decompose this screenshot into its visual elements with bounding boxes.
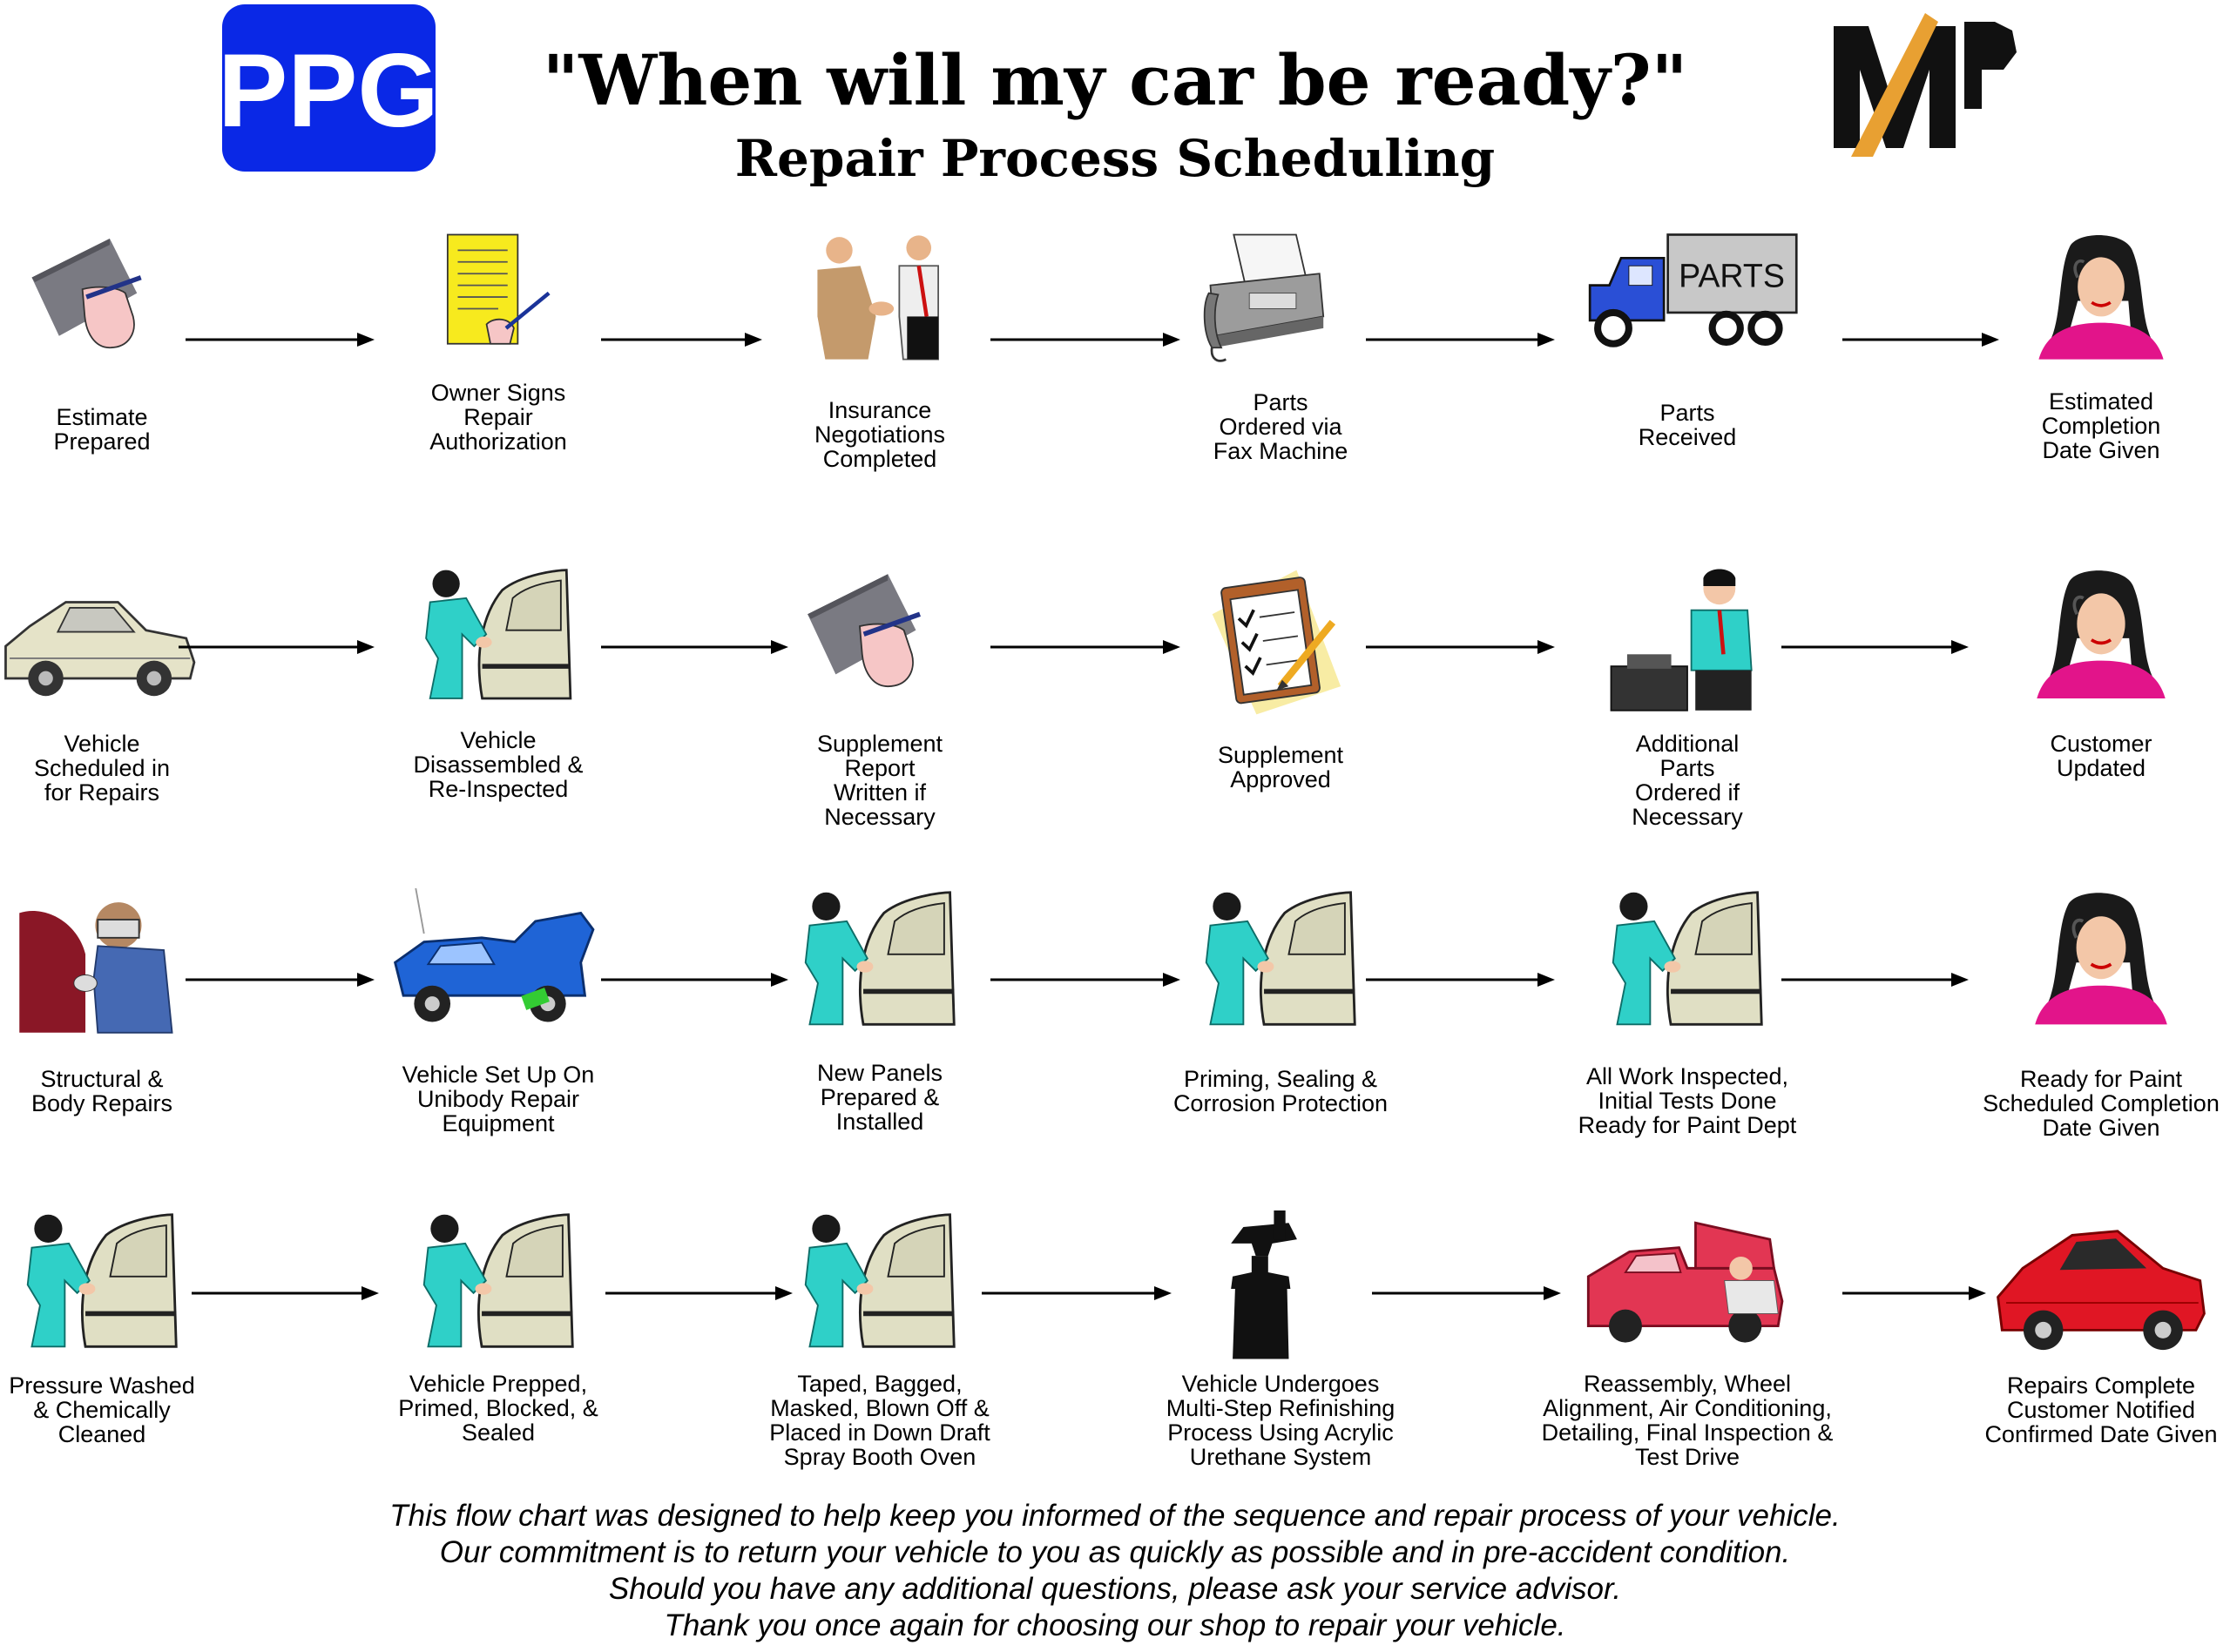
- clipboard-writing-icon: [808, 574, 921, 688]
- flow-arrow: [1781, 973, 1969, 987]
- footer-text: This flow chart was designed to help kee…: [0, 1498, 2230, 1644]
- step-label: Taped, Bagged, Masked, Blown Off & Place…: [769, 1371, 990, 1470]
- step-label: Repairs Complete Customer Notified Confi…: [1984, 1372, 2218, 1447]
- flow-arrow: [1781, 640, 1969, 654]
- step-label: All Work Inspected, Initial Tests Done R…: [1578, 1063, 1797, 1138]
- mechanic-door-icon: [804, 891, 956, 1026]
- flow-arrow: [605, 1286, 793, 1300]
- step-label: Parts Received: [1638, 400, 1737, 450]
- step-label: Insurance Negotiations Completed: [814, 397, 946, 472]
- welder-icon: [19, 902, 173, 1034]
- page-subtitle: Repair Process Scheduling: [734, 129, 1496, 188]
- fax-machine-icon: [1203, 233, 1325, 362]
- footer-line: This flow chart was designed to help kee…: [389, 1499, 1841, 1533]
- flow-arrow: [601, 973, 788, 987]
- step-label: Owner Signs Repair Authorization: [429, 380, 567, 455]
- flow-arrow: [990, 640, 1180, 654]
- man-on-phone-icon: [1610, 569, 1753, 711]
- spray-gun-icon: [1231, 1210, 1297, 1359]
- vmp-logo: VMP: [1834, 13, 2035, 157]
- step-label: Priming, Sealing & Corrosion Protection: [1172, 1066, 1389, 1116]
- phone-operator-icon: [2037, 570, 2166, 698]
- mechanic-door-icon: [425, 569, 572, 700]
- footer-line: Our commitment is to return your vehicle…: [439, 1535, 1791, 1569]
- flow-arrow: [1372, 1286, 1561, 1300]
- flow-arrow: [990, 973, 1180, 987]
- footer-line: Should you have any additional questions…: [608, 1572, 1622, 1606]
- flow-arrow: [179, 640, 375, 654]
- damaged-car-icon: [4, 601, 196, 697]
- step-label: New Panels Prepared & Installed: [816, 1060, 943, 1135]
- step-label: Vehicle Disassembled & Re-Inspected: [413, 727, 584, 802]
- checklist-icon: [1212, 570, 1341, 715]
- parts-truck-icon: PARTS: [1588, 233, 1798, 347]
- flow-arrow: [186, 973, 375, 987]
- step-label: Estimate Prepared: [53, 404, 151, 455]
- flow-arrow: [990, 333, 1180, 347]
- step-label: Vehicle Scheduled in for Repairs: [33, 731, 171, 806]
- handshake-icon: [817, 235, 939, 361]
- clipboard-writing-icon: [31, 238, 142, 349]
- step-label: Vehicle Prepped, Primed, Blocked, & Seal…: [398, 1371, 598, 1446]
- flow-arrow: [192, 1286, 379, 1300]
- step-label: Additional Parts Ordered if Necessary: [1632, 731, 1743, 830]
- step-label: Vehicle Undergoes Multi-Step Refinishing…: [1166, 1371, 1395, 1470]
- flow-arrow: [1366, 333, 1555, 347]
- page-title: "When will my car be ready?": [542, 39, 1688, 121]
- step-label: Structural & Body Repairs: [30, 1066, 173, 1116]
- mechanic-door-icon: [26, 1213, 178, 1348]
- step-label: Pressure Washed & Chemically Cleaned: [9, 1372, 195, 1447]
- flow-arrow: [186, 333, 375, 347]
- car-on-rack-icon: [393, 888, 595, 1022]
- flow-arrow: [1842, 1286, 1986, 1300]
- step-label: Reassembly, Wheel Alignment, Air Conditi…: [1541, 1371, 1834, 1470]
- truck-text: PARTS: [1679, 257, 1785, 293]
- ppg-logo-text: PPG: [222, 32, 436, 149]
- mechanic-door-icon: [422, 1213, 574, 1348]
- mechanic-door-icon: [804, 1213, 956, 1348]
- footer-line: Thank you once again for choosing our sh…: [664, 1608, 1566, 1642]
- mechanic-door-icon: [1205, 891, 1356, 1026]
- vmp-logo-text: VMP: [2032, 152, 2035, 153]
- step-label: Supplement Approved: [1217, 742, 1344, 792]
- flow-arrow: [1366, 973, 1555, 987]
- car-hood-open-icon: [1586, 1221, 1784, 1343]
- mechanic-door-icon: [1612, 891, 1763, 1026]
- step-label: Ready for Paint Scheduled Completion Dat…: [1983, 1066, 2220, 1141]
- step-label: Customer Updated: [2050, 731, 2152, 781]
- step-label: Estimated Completion Date Given: [2041, 388, 2161, 463]
- ppg-logo: PPG: [222, 4, 436, 172]
- flow-arrow: [982, 1286, 1172, 1300]
- flow-arrow: [1842, 333, 1999, 347]
- signing-document-icon: [446, 233, 551, 345]
- flow-arrow: [1366, 640, 1555, 654]
- flow-arrow: [601, 333, 762, 347]
- flow-arrow: [601, 640, 788, 654]
- step-label: Supplement Report Written if Necessary: [816, 731, 943, 830]
- phone-operator-icon: [2038, 234, 2164, 360]
- red-sports-car-icon: [1997, 1230, 2206, 1351]
- step-label: Parts Ordered via Fax Machine: [1213, 389, 1348, 464]
- step-label: Vehicle Set Up On Unibody Repair Equipme…: [402, 1062, 595, 1136]
- phone-operator-icon: [2035, 893, 2167, 1025]
